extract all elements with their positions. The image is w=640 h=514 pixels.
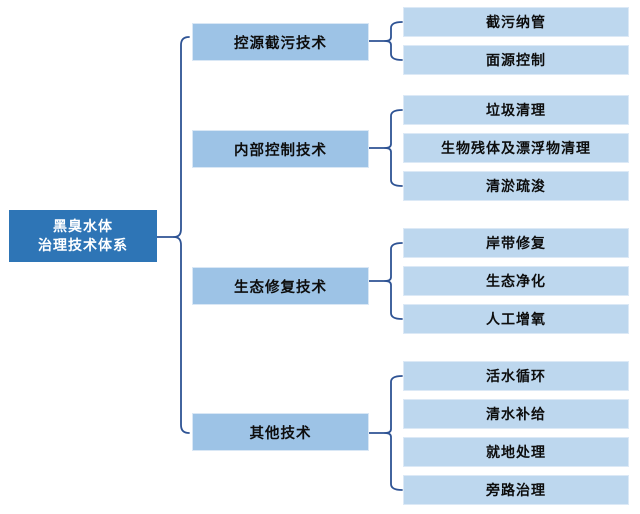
root-brace bbox=[173, 36, 190, 434]
leaf-node: 清水补给 bbox=[403, 399, 629, 429]
leaf-node: 人工增氧 bbox=[403, 304, 629, 334]
leaf-label: 活水循环 bbox=[486, 368, 546, 384]
branch-node-other-tech: 其他技术 bbox=[192, 413, 369, 451]
group4-brace bbox=[384, 375, 403, 491]
leaf-label: 清淤疏浚 bbox=[486, 178, 546, 194]
leaf-node: 旁路治理 bbox=[403, 475, 629, 505]
leaf-node: 面源控制 bbox=[403, 45, 629, 75]
root-title-line1: 黑臭水体 bbox=[53, 218, 113, 235]
leaf-node: 活水循环 bbox=[403, 361, 629, 391]
leaf-node: 垃圾清理 bbox=[403, 95, 629, 125]
leaf-label: 清水补给 bbox=[486, 406, 546, 422]
root-node: 黑臭水体 治理技术体系 bbox=[9, 210, 157, 262]
branch-label: 控源截污技术 bbox=[234, 35, 327, 52]
branch-node-source-control: 控源截污技术 bbox=[192, 23, 369, 61]
branch-node-internal-control: 内部控制技术 bbox=[192, 130, 369, 168]
branch-node-ecological-restoration: 生态修复技术 bbox=[192, 267, 369, 305]
leaf-label: 截污纳管 bbox=[486, 14, 546, 30]
root-title-line2: 治理技术体系 bbox=[38, 237, 128, 253]
leaf-label: 人工增氧 bbox=[486, 311, 546, 327]
leaf-label: 生态净化 bbox=[486, 273, 546, 289]
leaf-label: 就地处理 bbox=[486, 444, 546, 460]
leaf-node: 岸带修复 bbox=[403, 228, 629, 258]
leaf-label: 生物残体及漂浮物清理 bbox=[441, 140, 591, 156]
leaf-label: 垃圾清理 bbox=[486, 102, 546, 118]
leaf-label: 岸带修复 bbox=[486, 235, 546, 251]
leaf-node: 清淤疏浚 bbox=[403, 171, 629, 201]
branch-label: 生态修复技术 bbox=[234, 279, 327, 296]
leaf-label: 旁路治理 bbox=[486, 482, 546, 498]
leaf-node: 就地处理 bbox=[403, 437, 629, 467]
group2-brace bbox=[384, 109, 403, 187]
branch-label: 内部控制技术 bbox=[234, 142, 327, 159]
leaf-node: 生态净化 bbox=[403, 266, 629, 296]
branch-label: 其他技术 bbox=[249, 425, 312, 442]
group1-brace bbox=[384, 21, 403, 61]
leaf-node: 截污纳管 bbox=[403, 7, 629, 37]
group3-brace bbox=[384, 242, 403, 320]
leaf-node: 生物残体及漂浮物清理 bbox=[403, 133, 629, 163]
leaf-label: 面源控制 bbox=[486, 52, 546, 68]
